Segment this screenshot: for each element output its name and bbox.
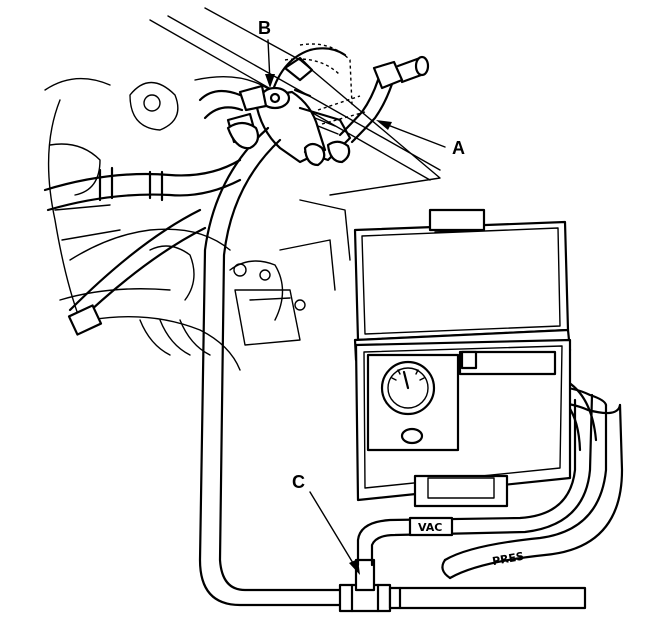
vacuum-tester-case (353, 208, 572, 508)
connector-c (338, 558, 587, 613)
callout-a: A (376, 120, 465, 158)
hose-a (317, 55, 430, 144)
pres-hose-label: PRES (491, 550, 525, 568)
upper-vacuum-line (198, 43, 353, 120)
callout-b: B (258, 18, 275, 88)
callout-label-b: B (258, 18, 271, 38)
arrowhead-c (349, 559, 360, 575)
engine-hoses (43, 158, 242, 336)
callout-c: C (292, 472, 360, 575)
arrowhead-b (265, 74, 275, 88)
engine-compartment (44, 7, 441, 371)
vac-hose-label: VAC (418, 521, 442, 534)
arrowhead-a (376, 120, 392, 130)
callout-label-c: C (292, 472, 305, 492)
callout-label-a: A (452, 138, 465, 158)
pres-hose: PRES (441, 385, 624, 580)
tester-hose-main (198, 121, 357, 607)
